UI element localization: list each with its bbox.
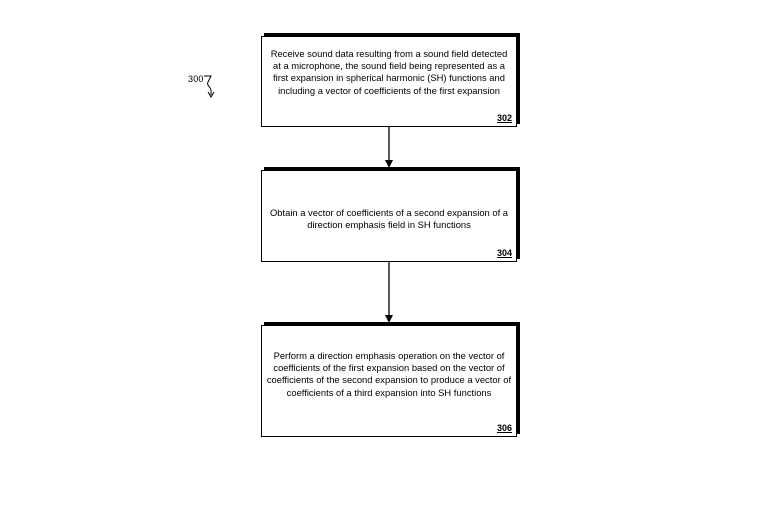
figure-reference-number: 300 (188, 74, 204, 84)
step-number: 302 (496, 113, 512, 123)
step-number: 306 (496, 423, 512, 433)
step-text: Receive sound data resulting from a soun… (270, 48, 508, 96)
step-box-304: Obtain a vector of coefficients of a sec… (261, 170, 517, 262)
reference-arrow-icon (204, 75, 215, 98)
step-text: Perform a direction emphasis operation o… (266, 350, 512, 398)
step-box-302: Receive sound data resulting from a soun… (261, 36, 517, 127)
step-box-306: Perform a direction emphasis operation o… (261, 325, 517, 437)
step-text: Obtain a vector of coefficients of a sec… (270, 207, 508, 231)
step-number: 304 (496, 248, 512, 258)
